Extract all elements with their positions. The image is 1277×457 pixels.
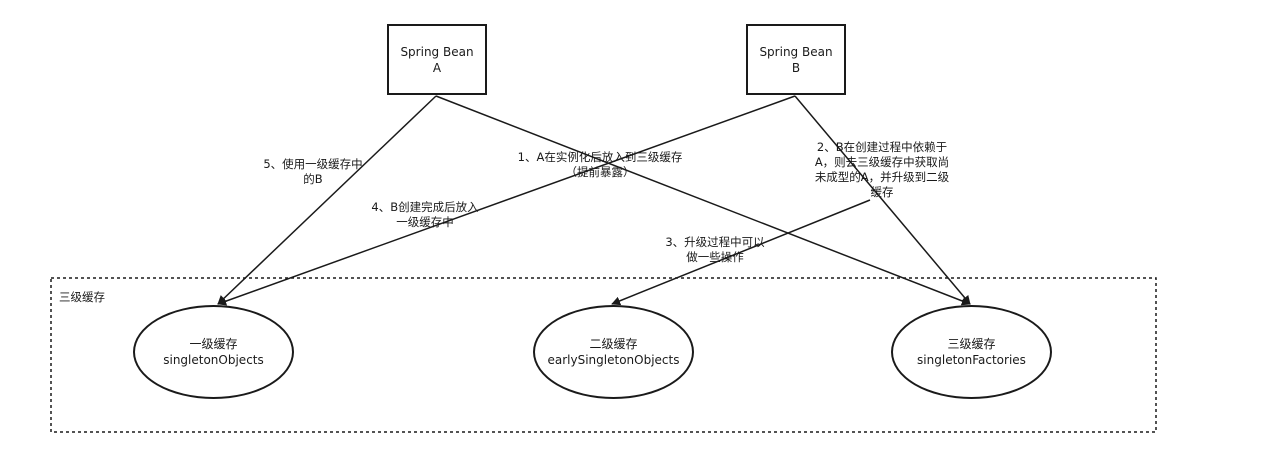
cache-2-ellipse: 二级缓存 earlySingletonObjects (533, 305, 694, 399)
edge-label-step5: 5、使用一级缓存中 的B (263, 157, 363, 186)
edge-bean-b-to-cache-3 (794, 95, 971, 305)
edge-upgrade-to-cache-2 (611, 199, 871, 306)
edge-label-step3: 3、升级过程中可以 做一些操作 (665, 235, 765, 264)
edge-label-step4: 4、B创建完成后放入 一级缓存中 (371, 200, 479, 229)
edge-bean-a-to-cache-1 (217, 95, 437, 305)
cache-container-border (50, 277, 1157, 433)
edge-label-step1: 1、A在实例化后放入到三级缓存 （提前暴露） (517, 150, 683, 179)
bean-b-box: Spring Bean B (746, 24, 846, 95)
bean-a-box: Spring Bean A (387, 24, 487, 95)
cache-3-ellipse: 三级缓存 singletonFactories (891, 305, 1052, 399)
cache-1-ellipse: 一级缓存 singletonObjects (133, 305, 294, 399)
edge-label-step2: 2、B在创建过程中依赖于 A，则去三级缓存中获取尚 未成型的A，并升级到二级 缓… (814, 140, 950, 199)
cache-container-title: 三级缓存 (59, 290, 105, 304)
edge-bean-a-to-cache-3 (435, 95, 971, 306)
edge-bean-b-to-cache-1 (217, 95, 796, 306)
